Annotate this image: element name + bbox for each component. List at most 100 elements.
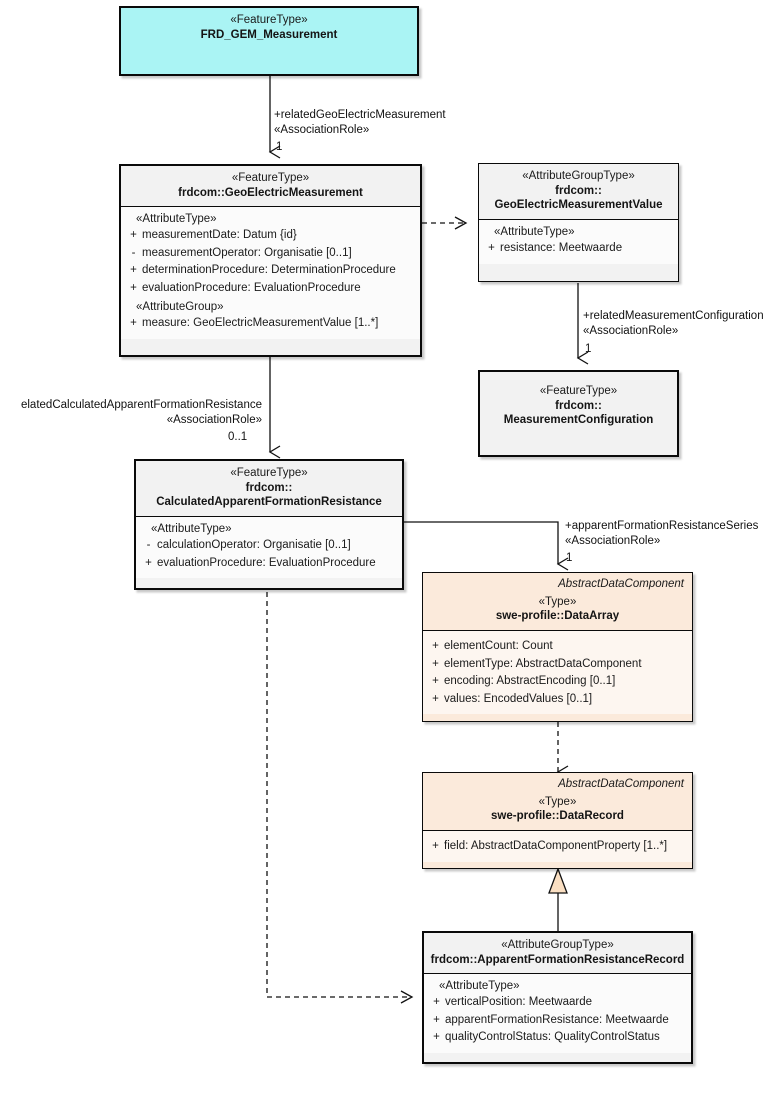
- attributes-compartment: + field: AbstractDataComponentProperty […: [423, 831, 692, 862]
- connector-label-related-geoelectric-measurement: +relatedGeoElectricMeasurement «Associat…: [274, 108, 446, 138]
- class-name: frdcom::ApparentFormationResistanceRecor…: [430, 953, 685, 966]
- edge-calculated-to-dataarray: [404, 521, 569, 571]
- visibility-marker: +: [432, 657, 439, 670]
- attribute-text: calculationOperator: Organisatie [0..1]: [157, 539, 351, 552]
- class-dataarray[interactable]: AbstractDataComponent «Type» swe-profile…: [422, 572, 693, 722]
- visibility-marker: +: [433, 1013, 440, 1026]
- header-divider: [479, 219, 678, 221]
- class-stereotype: «Type»: [538, 795, 577, 808]
- role-name: elatedCalculatedApparentFormationResista…: [20, 399, 262, 411]
- class-name: FRD_GEM_Measurement: [200, 28, 338, 41]
- visibility-marker: +: [130, 264, 137, 277]
- class-stereotype: «FeatureType»: [230, 467, 308, 479]
- class-name: frdcom::GeoElectricMeasurement: [178, 186, 363, 199]
- attribute-text: determinationProcedure: DeterminationPro…: [142, 264, 396, 277]
- abstract-supertype-label: AbstractDataComponent: [558, 578, 684, 590]
- attribute-row: + field: AbstractDataComponentProperty […: [427, 838, 688, 855]
- attribute-text: elementCount: Count: [444, 640, 553, 653]
- attribute-group-label: «AttributeType»: [151, 523, 232, 536]
- visibility-marker: +: [130, 281, 137, 294]
- class-header: «AttributeGroupType» frdcom:: GeoElectri…: [479, 164, 678, 219]
- attribute-text: resistance: Meetwaarde: [500, 242, 623, 255]
- class-name-line2: GeoElectricMeasurementValue: [494, 199, 663, 212]
- role-stereotype: «AssociationRole»: [565, 535, 661, 548]
- role-stereotype: «AssociationRole»: [166, 414, 262, 427]
- multiplicity-apparent-formation-resistance-series: 1: [566, 552, 573, 564]
- class-name: swe-profile::DataArray: [495, 610, 620, 623]
- class-stereotype: «FeatureType»: [539, 385, 618, 397]
- attribute-group-label: «AttributeType»: [136, 213, 217, 226]
- attribute-row: + evaluationProcedure: EvaluationProcedu…: [125, 280, 416, 297]
- attribute-row: + determinationProcedure: DeterminationP…: [125, 262, 416, 279]
- attribute-row: - measurementOperator: Organisatie [0..1…: [125, 245, 416, 262]
- class-name-line1: frdcom::: [555, 399, 602, 412]
- class-calculatedapparentformationresistance[interactable]: «FeatureType» frdcom:: CalculatedApparen…: [134, 459, 404, 590]
- class-name-line1: frdcom::: [245, 481, 293, 494]
- class-header: «FeatureType» frdcom::GeoElectricMeasure…: [121, 166, 420, 206]
- attribute-text: measurementOperator: Organisatie [0..1]: [142, 246, 352, 259]
- class-datarecord[interactable]: AbstractDataComponent «Type» swe-profile…: [422, 772, 693, 869]
- attribute-row: + values: EncodedValues [0..1]: [427, 691, 688, 708]
- attributes-compartment: «AttributeType» - calculationOperator: O…: [136, 517, 402, 579]
- class-name-line2: MeasurementConfiguration: [503, 414, 654, 427]
- class-header: AbstractDataComponent «Type» swe-profile…: [423, 573, 692, 630]
- class-name: swe-profile::DataRecord: [491, 810, 624, 823]
- class-frd-gem-measurement[interactable]: «FeatureType» FRD_GEM_Measurement: [119, 6, 419, 76]
- class-stereotype: «FeatureType»: [231, 172, 310, 184]
- attributes-compartment: «AttributeType» + verticalPosition: Meet…: [424, 974, 691, 1053]
- class-apparentformationresistancerecord[interactable]: «AttributeGroupType» frdcom::ApparentFor…: [422, 931, 693, 1064]
- class-geoelectricmeasurementvalue[interactable]: «AttributeGroupType» frdcom:: GeoElectri…: [478, 163, 679, 282]
- role-name: +relatedMeasurementConfiguration: [583, 310, 764, 322]
- visibility-marker: +: [433, 996, 440, 1009]
- multiplicity-related-measurement-configuration: 1: [585, 343, 592, 355]
- attributes-compartment: «AttributeType» + resistance: Meetwaarde: [479, 220, 678, 264]
- role-stereotype: «AssociationRole»: [583, 325, 679, 338]
- class-stereotype: «FeatureType»: [230, 14, 308, 26]
- class-header: «AttributeGroupType» frdcom::ApparentFor…: [424, 933, 691, 973]
- attribute-text: measure: GeoElectricMeasurementValue [1.…: [142, 317, 379, 330]
- attribute-row: + elementCount: Count: [427, 638, 688, 655]
- attribute-text: apparentFormationResistance: Meetwaarde: [445, 1013, 669, 1026]
- attribute-row: + measure: GeoElectricMeasurementValue […: [125, 315, 416, 332]
- visibility-marker: +: [130, 229, 137, 242]
- class-geoelectricmeasurement[interactable]: «FeatureType» frdcom::GeoElectricMeasure…: [119, 164, 422, 357]
- class-header: AbstractDataComponent «Type» swe-profile…: [423, 773, 692, 830]
- header-divider: [121, 206, 420, 208]
- generalization-triangle: [548, 867, 568, 894]
- visibility-marker: +: [432, 640, 439, 653]
- attribute-text: verticalPosition: Meetwaarde: [445, 996, 593, 1009]
- class-name-line2: CalculatedApparentFormationResistance: [156, 496, 382, 509]
- class-header: «FeatureType» frdcom:: CalculatedApparen…: [136, 461, 402, 516]
- header-divider: [423, 630, 692, 632]
- multiplicity-related-geoelectric-measurement: 1: [276, 141, 283, 153]
- attribute-row: + apparentFormationResistance: Meetwaard…: [428, 1012, 687, 1029]
- abstract-supertype-label: AbstractDataComponent: [558, 778, 684, 790]
- edge-calculated-to-resistancerecord: [266, 592, 414, 1004]
- attribute-row: - calculationOperator: Organisatie [0..1…: [140, 537, 398, 554]
- connector-label-related-calculated-apparent-formation-resistance: elatedCalculatedApparentFormationResista…: [0, 398, 262, 428]
- attribute-text: evaluationProcedure: EvaluationProcedure: [142, 281, 361, 294]
- visibility-marker: -: [146, 539, 151, 552]
- class-header: «FeatureType» frdcom:: MeasurementConfig…: [480, 372, 677, 434]
- visibility-marker: -: [131, 246, 136, 259]
- attribute-text: evaluationProcedure: EvaluationProcedure: [157, 556, 376, 569]
- class-stereotype: «AttributeGroupType»: [522, 170, 635, 182]
- role-name: +apparentFormationResistanceSeries: [565, 520, 759, 532]
- class-name-line1: frdcom::: [555, 184, 602, 197]
- attribute-row: + measurementDate: Datum {id}: [125, 227, 416, 244]
- attribute-row: + qualityControlStatus: QualityControlSt…: [428, 1029, 687, 1046]
- attribute-row: + verticalPosition: Meetwaarde: [428, 994, 687, 1011]
- attribute-text: elementType: AbstractDataComponent: [444, 657, 642, 670]
- attribute-row: + encoding: AbstractEncoding [0..1]: [427, 673, 688, 690]
- attribute-group-label: «AttributeGroup»: [136, 301, 224, 314]
- class-stereotype: «AttributeGroupType»: [501, 939, 614, 951]
- attribute-text: encoding: AbstractEncoding [0..1]: [444, 675, 616, 688]
- class-measurementconfiguration[interactable]: «FeatureType» frdcom:: MeasurementConfig…: [478, 370, 679, 457]
- visibility-marker: +: [145, 556, 152, 569]
- header-divider: [423, 830, 692, 832]
- attribute-row: + resistance: Meetwaarde: [483, 240, 674, 257]
- attributes-compartment: + elementCount: Count + elementType: Abs…: [423, 631, 692, 715]
- multiplicity-related-calculated-apparent-formation-resistance: 0..1: [228, 431, 248, 443]
- class-header: «FeatureType» FRD_GEM_Measurement: [121, 8, 417, 48]
- visibility-marker: +: [433, 1031, 440, 1044]
